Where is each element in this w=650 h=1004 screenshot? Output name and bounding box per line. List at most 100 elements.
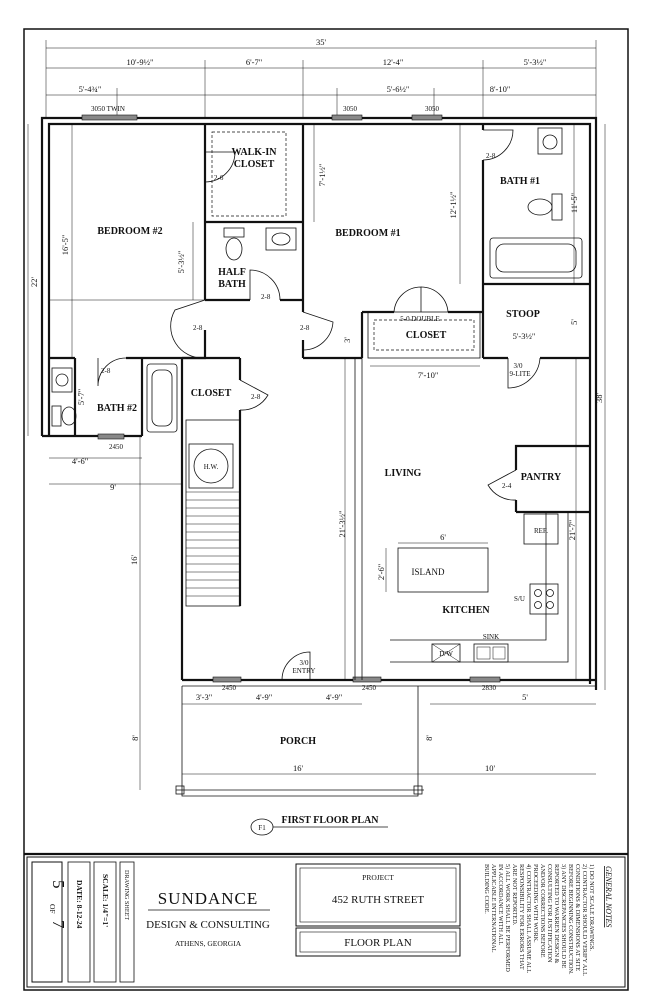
window-2450-bath2 — [97, 433, 125, 440]
dim-stoop-w: 5'-3½" — [513, 331, 536, 341]
sheet-drawn: DRAWING SHEET — [123, 870, 130, 920]
plan-title: F1 FIRST FLOOR PLAN — [250, 815, 388, 836]
exterior-walls — [40, 116, 598, 690]
room-bath-2: BATH #2 — [97, 403, 137, 414]
dim-island-h: 2'-6" — [376, 564, 386, 580]
note-line-8: AND/OR CORRECTIONS BEFORE — [539, 864, 546, 958]
dim-bed2-h: 16'-5" — [60, 235, 70, 256]
dim-kitchen-h: 21'-7" — [567, 520, 577, 541]
room-walkin-line1: WALK-IN — [231, 147, 277, 158]
door-label-hall-left: 2-8 — [193, 324, 203, 332]
dim-top-c: 12'-4" — [383, 57, 404, 67]
general-notes: GENERAL NOTES 1) DO NOT SCALE DRAWINGS. … — [483, 864, 613, 976]
dim-9: 9' — [110, 482, 116, 492]
room-porch: PORCH — [280, 736, 316, 747]
room-walkin-line2: CLOSET — [234, 159, 275, 170]
room-closet: CLOSET — [191, 388, 232, 399]
project-label: PROJECT — [362, 873, 394, 882]
doors: 2-6 2-8 2-8 2-8 2-8 2-8 2-8 2-4 — [97, 129, 541, 681]
plan-title-text: FIRST FLOOR PLAN — [281, 815, 379, 826]
notes-heading: GENERAL NOTES — [604, 866, 613, 927]
plan-marker-label: F1 — [258, 824, 266, 832]
window-label-w7: 2830 — [482, 684, 497, 692]
window-2450-front-left — [212, 676, 242, 683]
dim-left-16: 16' — [129, 555, 139, 566]
entry-door-line2: ENTRY — [293, 667, 316, 675]
door-label-pantry: 2-4 — [502, 482, 512, 490]
dim-front-a: 3'-3" — [196, 692, 212, 702]
sheet-border — [23, 28, 629, 991]
note-line-4: BEFORE BEGINNING CONSTRUCTION. — [567, 864, 574, 975]
sink-label: SINK — [483, 633, 499, 641]
window-label-w2: 3050 — [343, 105, 358, 113]
dim-island-w: 6' — [440, 532, 446, 542]
dim-porch-h-right: 8' — [424, 735, 434, 741]
dim-row2-c: 8'-10" — [490, 84, 511, 94]
dim-closet-gap: 3' — [342, 337, 352, 343]
room-living: LIVING — [385, 468, 422, 479]
note-line-9: PROCEEDING WITH WORK. — [532, 864, 539, 943]
room-closet-double: CLOSET — [406, 330, 447, 341]
window-2830-kitchen — [469, 676, 501, 683]
entry-door-line1: 3/0 — [300, 659, 309, 667]
note-line-11: RESPONSIBILITY FOR ERRORS THAT — [518, 864, 525, 970]
room-pantry: PANTRY — [521, 472, 562, 483]
porch-outline — [175, 686, 424, 797]
room-stoop: STOOP — [506, 309, 540, 320]
window-3050-b — [411, 114, 443, 121]
stove-label: S/U — [514, 595, 525, 603]
windows: 3050 TWIN 3050 3050 2450 2450 2450 2830 — [81, 105, 501, 692]
note-line-2: 2) CONTRACTOR SHOULD VERIFY ALL — [581, 864, 588, 976]
company-name: SUNDANCE — [158, 889, 259, 908]
company-location: ATHENS, GEORGIA — [175, 939, 242, 948]
dim-top-a: 10'-9½" — [127, 57, 154, 67]
window-3050-a — [331, 114, 363, 121]
room-labels: BEDROOM #2 WALK-IN CLOSET BEDROOM #1 BAT… — [97, 147, 562, 747]
interior-dimensions: 22' 16'-5" 7'-1½" 5'-3½" 12'-1½" 11'-5" … — [27, 124, 606, 790]
room-bath-1: BATH #1 — [500, 176, 540, 187]
company-subtitle: DESIGN & CONSULTING — [146, 919, 270, 931]
sheet-date: DATE: 8-12-24 — [75, 880, 84, 929]
note-line-1: 1) DO NOT SCALE DRAWINGS. — [588, 864, 595, 951]
room-halfbath-line2: BATH — [218, 279, 246, 290]
sheet-scale: SCALE: 1/4"=1' — [101, 874, 110, 927]
note-line-3: CONDITIONS & DIMENSIONS AT SITE — [574, 864, 581, 971]
door-label-bath1: 2-8 — [486, 152, 496, 160]
dim-front-b: 4'-9" — [256, 692, 272, 702]
sheet-title: FLOOR PLAN — [344, 937, 412, 949]
fixtures: H.W. REF. S/U D/W — [51, 127, 583, 663]
dim-front-c: 4'-9" — [326, 692, 342, 702]
sheet-number: 5 — [49, 880, 68, 889]
dim-closet-w: 7'-10" — [418, 370, 439, 380]
room-kitchen: KITCHEN — [442, 605, 490, 616]
fridge-label: REF. — [534, 527, 548, 535]
double-door-label: 5-0 DOUBLE — [400, 315, 439, 323]
window-label-w6: 2450 — [362, 684, 377, 692]
window-2450-front-right — [352, 676, 382, 683]
note-line-7: CONSULTING FOR JUSTIFICATION — [546, 864, 553, 963]
project-address: 452 RUTH STREET — [332, 894, 425, 906]
dim-porch-right: 10' — [485, 763, 496, 773]
note-line-16: BUILDING CODE. — [483, 864, 490, 914]
dim-row2-a: 5'-4¾" — [79, 84, 102, 94]
dim-right-5: 5' — [522, 692, 528, 702]
dim-porch-w: 16' — [293, 763, 304, 773]
water-heater-label: H.W. — [204, 463, 219, 471]
dim-bath1-h: 12'-1½" — [448, 192, 458, 219]
window-label-w3: 3050 — [425, 105, 440, 113]
note-line-10: 4) CONTRACTOR SHALL ASSUME ALL — [525, 864, 532, 974]
note-line-14: IN ACCORDANCE WITH ALL — [497, 864, 504, 945]
dim-bath1-out: 11'-5" — [569, 193, 579, 213]
dim-top-b: 6'-7" — [246, 57, 262, 67]
door-label-closet: 2-8 — [251, 393, 261, 401]
dim-bath2-h: 5'-7" — [76, 389, 86, 405]
window-label-w1: 3050 TWIN — [91, 105, 125, 113]
dim-row2-b: 5'-6½" — [387, 84, 410, 94]
window-label-w4: 2450 — [109, 443, 124, 451]
note-line-6: REPORTED TO WARREN DESIGN & — [553, 864, 560, 964]
door-label-halfbath: 2-8 — [261, 293, 271, 301]
room-halfbath-line1: HALF — [218, 267, 246, 278]
dim-overall-width: 35' — [316, 37, 327, 47]
dim-porch-h-left: 8' — [130, 735, 140, 741]
note-line-13: 5) ALL WORK SHALL BE PERFORMED — [504, 864, 511, 972]
